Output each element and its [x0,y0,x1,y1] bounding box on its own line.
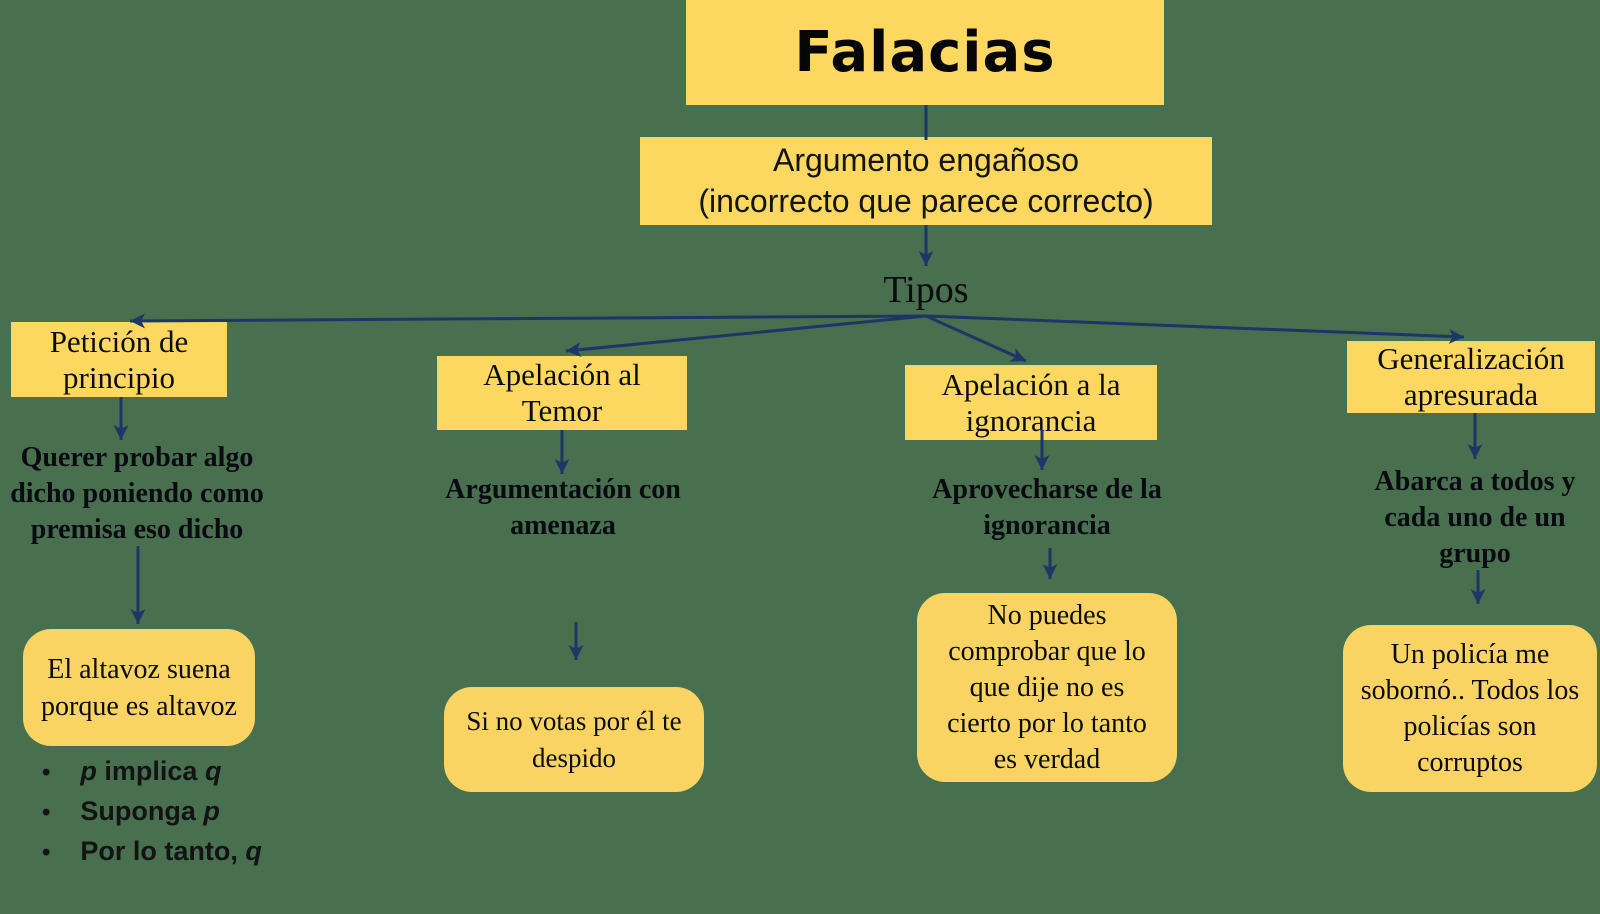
bullet-item: p implica q [30,752,330,792]
node-falacias: Falacias [686,0,1164,105]
node-peticion-example: El altavoz suena porque es altavoz [23,629,255,746]
node-generalizacion-title-label: Generalización apresurada [1377,341,1565,412]
bullet-1-seg-3: q [204,756,222,786]
bullet-2-seg-2: p [203,796,220,826]
node-peticion-title: Petición de principio [11,322,227,397]
bullet-3-seg-2: q [245,836,262,866]
node-ignorancia-title: Apelación a la ignorancia [905,365,1157,440]
node-peticion-description: Querer probar algo dicho poniendo como p… [10,442,264,545]
bullet-3-seg-1: Por lo tanto, [80,836,246,866]
node-generalizacion-example-label: Un policía me sobornó.. Todos los policí… [1360,638,1580,778]
node-peticion-example-label: El altavoz suena porque es altavoz [41,653,237,722]
definicion-line1: Argumento engañoso [773,142,1079,178]
bullet-1-seg-2: implica [96,756,205,786]
node-temor-title: Apelación al Temor [437,356,687,430]
node-ignorancia-title-label: Apelación a la ignorancia [941,366,1121,438]
bullet-item: Suponga p [30,792,330,832]
node-falacias-label: Falacias [794,20,1056,85]
node-definicion: Argumento engañoso (incorrecto que parec… [640,137,1212,225]
node-peticion-title-label: Petición de principio [49,323,189,395]
logic-bullet-list: p implica q Suponga p Por lo tanto, q [30,752,330,872]
bullet-2-seg-1: Suponga [80,796,204,826]
node-generalizacion-title: Generalización apresurada [1347,341,1595,413]
node-temor-title-label: Apelación al Temor [483,357,641,428]
node-ignorancia-example-label: No puedes comprobar que lo que dije no e… [947,599,1147,775]
node-temor-description: Argumentación con amenaza [445,474,681,541]
node-temor-example: Si no votas por él te despido [444,687,704,792]
node-ignorancia-example: No puedes comprobar que lo que dije no e… [917,593,1177,782]
types-label: Tipos [883,269,969,311]
definicion-line2: (incorrecto que parece correcto) [698,183,1154,219]
node-generalizacion-example: Un policía me sobornó.. Todos los policí… [1343,625,1597,792]
node-generalizacion-description: Abarca a todos y cada uno de un grupo [1374,466,1576,569]
node-ignorancia-description: Aprovecharse de la ignorancia [932,474,1162,541]
bullet-1-seg-1: p [80,756,97,786]
node-temor-example-label: Si no votas por él te despido [466,705,682,773]
bullet-item: Por lo tanto, q [30,832,330,872]
